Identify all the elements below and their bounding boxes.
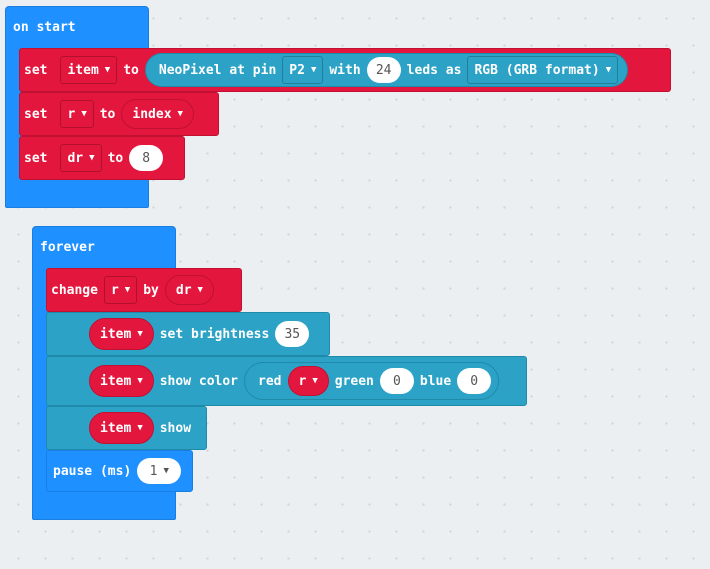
- index-variable-reporter[interactable]: index ▼: [121, 99, 194, 129]
- leds-as-label: leds as: [406, 62, 462, 78]
- variable-dropdown-r[interactable]: r ▼: [60, 100, 94, 128]
- triangle-down-icon: ▼: [177, 109, 183, 119]
- pause-label: pause (ms): [53, 463, 132, 479]
- leds-number-input[interactable]: 24: [366, 57, 401, 83]
- item-label: item: [100, 420, 132, 436]
- item-label: item: [100, 326, 132, 342]
- r-label: r: [298, 373, 307, 389]
- show-label: show: [159, 420, 192, 436]
- change-label: change: [51, 282, 98, 298]
- variable-dropdown-item[interactable]: item ▼: [60, 56, 118, 84]
- dr-variable-reporter[interactable]: dr ▼: [164, 275, 214, 305]
- to-label: to: [107, 150, 124, 166]
- triangle-down-icon: ▼: [310, 65, 317, 75]
- variable-dropdown-r[interactable]: r ▼: [103, 276, 138, 304]
- pin-value: P2: [289, 62, 305, 78]
- variable-name: r: [110, 282, 119, 298]
- to-label: to: [123, 62, 139, 78]
- variable-name: r: [67, 106, 76, 122]
- red-label: red: [258, 373, 282, 389]
- mode-value: RGB (GRB format): [474, 62, 600, 78]
- triangle-down-icon: ▼: [137, 329, 143, 339]
- to-label: to: [99, 106, 116, 122]
- brightness-number-input[interactable]: 35: [275, 321, 310, 347]
- item-variable-reporter[interactable]: item ▼: [89, 365, 154, 397]
- blue-label: blue: [419, 373, 452, 389]
- by-label: by: [143, 282, 159, 298]
- set-label: set: [24, 62, 48, 78]
- show-color-label: show color: [159, 373, 239, 389]
- blue-number-input[interactable]: 0: [457, 368, 492, 394]
- variable-name: item: [67, 62, 99, 78]
- triangle-down-icon: ▼: [104, 65, 111, 75]
- mode-dropdown[interactable]: RGB (GRB format) ▼: [467, 56, 619, 84]
- rgb-block[interactable]: red r ▼ green 0 blue 0: [244, 362, 500, 400]
- triangle-down-icon: ▼: [137, 376, 143, 386]
- triangle-down-icon: ▼: [124, 285, 131, 295]
- green-label: green: [334, 373, 374, 389]
- variable-name: dr: [67, 150, 84, 166]
- neopixel-at-pin-label: NeoPixel at pin: [158, 62, 277, 78]
- item-variable-reporter[interactable]: item ▼: [89, 318, 154, 350]
- green-number-input[interactable]: 0: [379, 368, 414, 394]
- pin-dropdown[interactable]: P2 ▼: [282, 56, 324, 84]
- item-label: item: [100, 373, 132, 389]
- set-brightness-label: set brightness: [159, 326, 270, 342]
- neopixel-create-block[interactable]: NeoPixel at pin P2 ▼ with 24 leds as RGB…: [144, 53, 629, 87]
- pause-value: 1: [149, 463, 158, 479]
- set-dr-block[interactable]: [19, 136, 185, 180]
- set-label: set: [24, 150, 48, 166]
- on-start-label: on start: [13, 20, 76, 35]
- triangle-down-icon: ▼: [81, 109, 87, 119]
- index-label: index: [132, 106, 172, 122]
- forever-label: forever: [40, 240, 95, 255]
- triangle-down-icon: ▼: [197, 285, 203, 295]
- triangle-down-icon: ▼: [89, 153, 95, 163]
- with-label: with: [329, 62, 361, 78]
- triangle-down-icon: ▼: [137, 423, 143, 433]
- dr-label: dr: [175, 282, 192, 298]
- set-label: set: [24, 106, 48, 122]
- triangle-down-icon: ▼: [605, 65, 612, 75]
- dr-number-input[interactable]: 8: [129, 145, 164, 171]
- item-variable-reporter[interactable]: item ▼: [89, 412, 154, 444]
- triangle-down-icon: ▼: [312, 376, 318, 386]
- r-variable-reporter[interactable]: r ▼: [287, 366, 329, 396]
- triangle-down-icon: ▼: [163, 466, 169, 476]
- pause-dropdown-input[interactable]: 1 ▼: [137, 458, 182, 484]
- variable-dropdown-dr[interactable]: dr ▼: [60, 144, 102, 172]
